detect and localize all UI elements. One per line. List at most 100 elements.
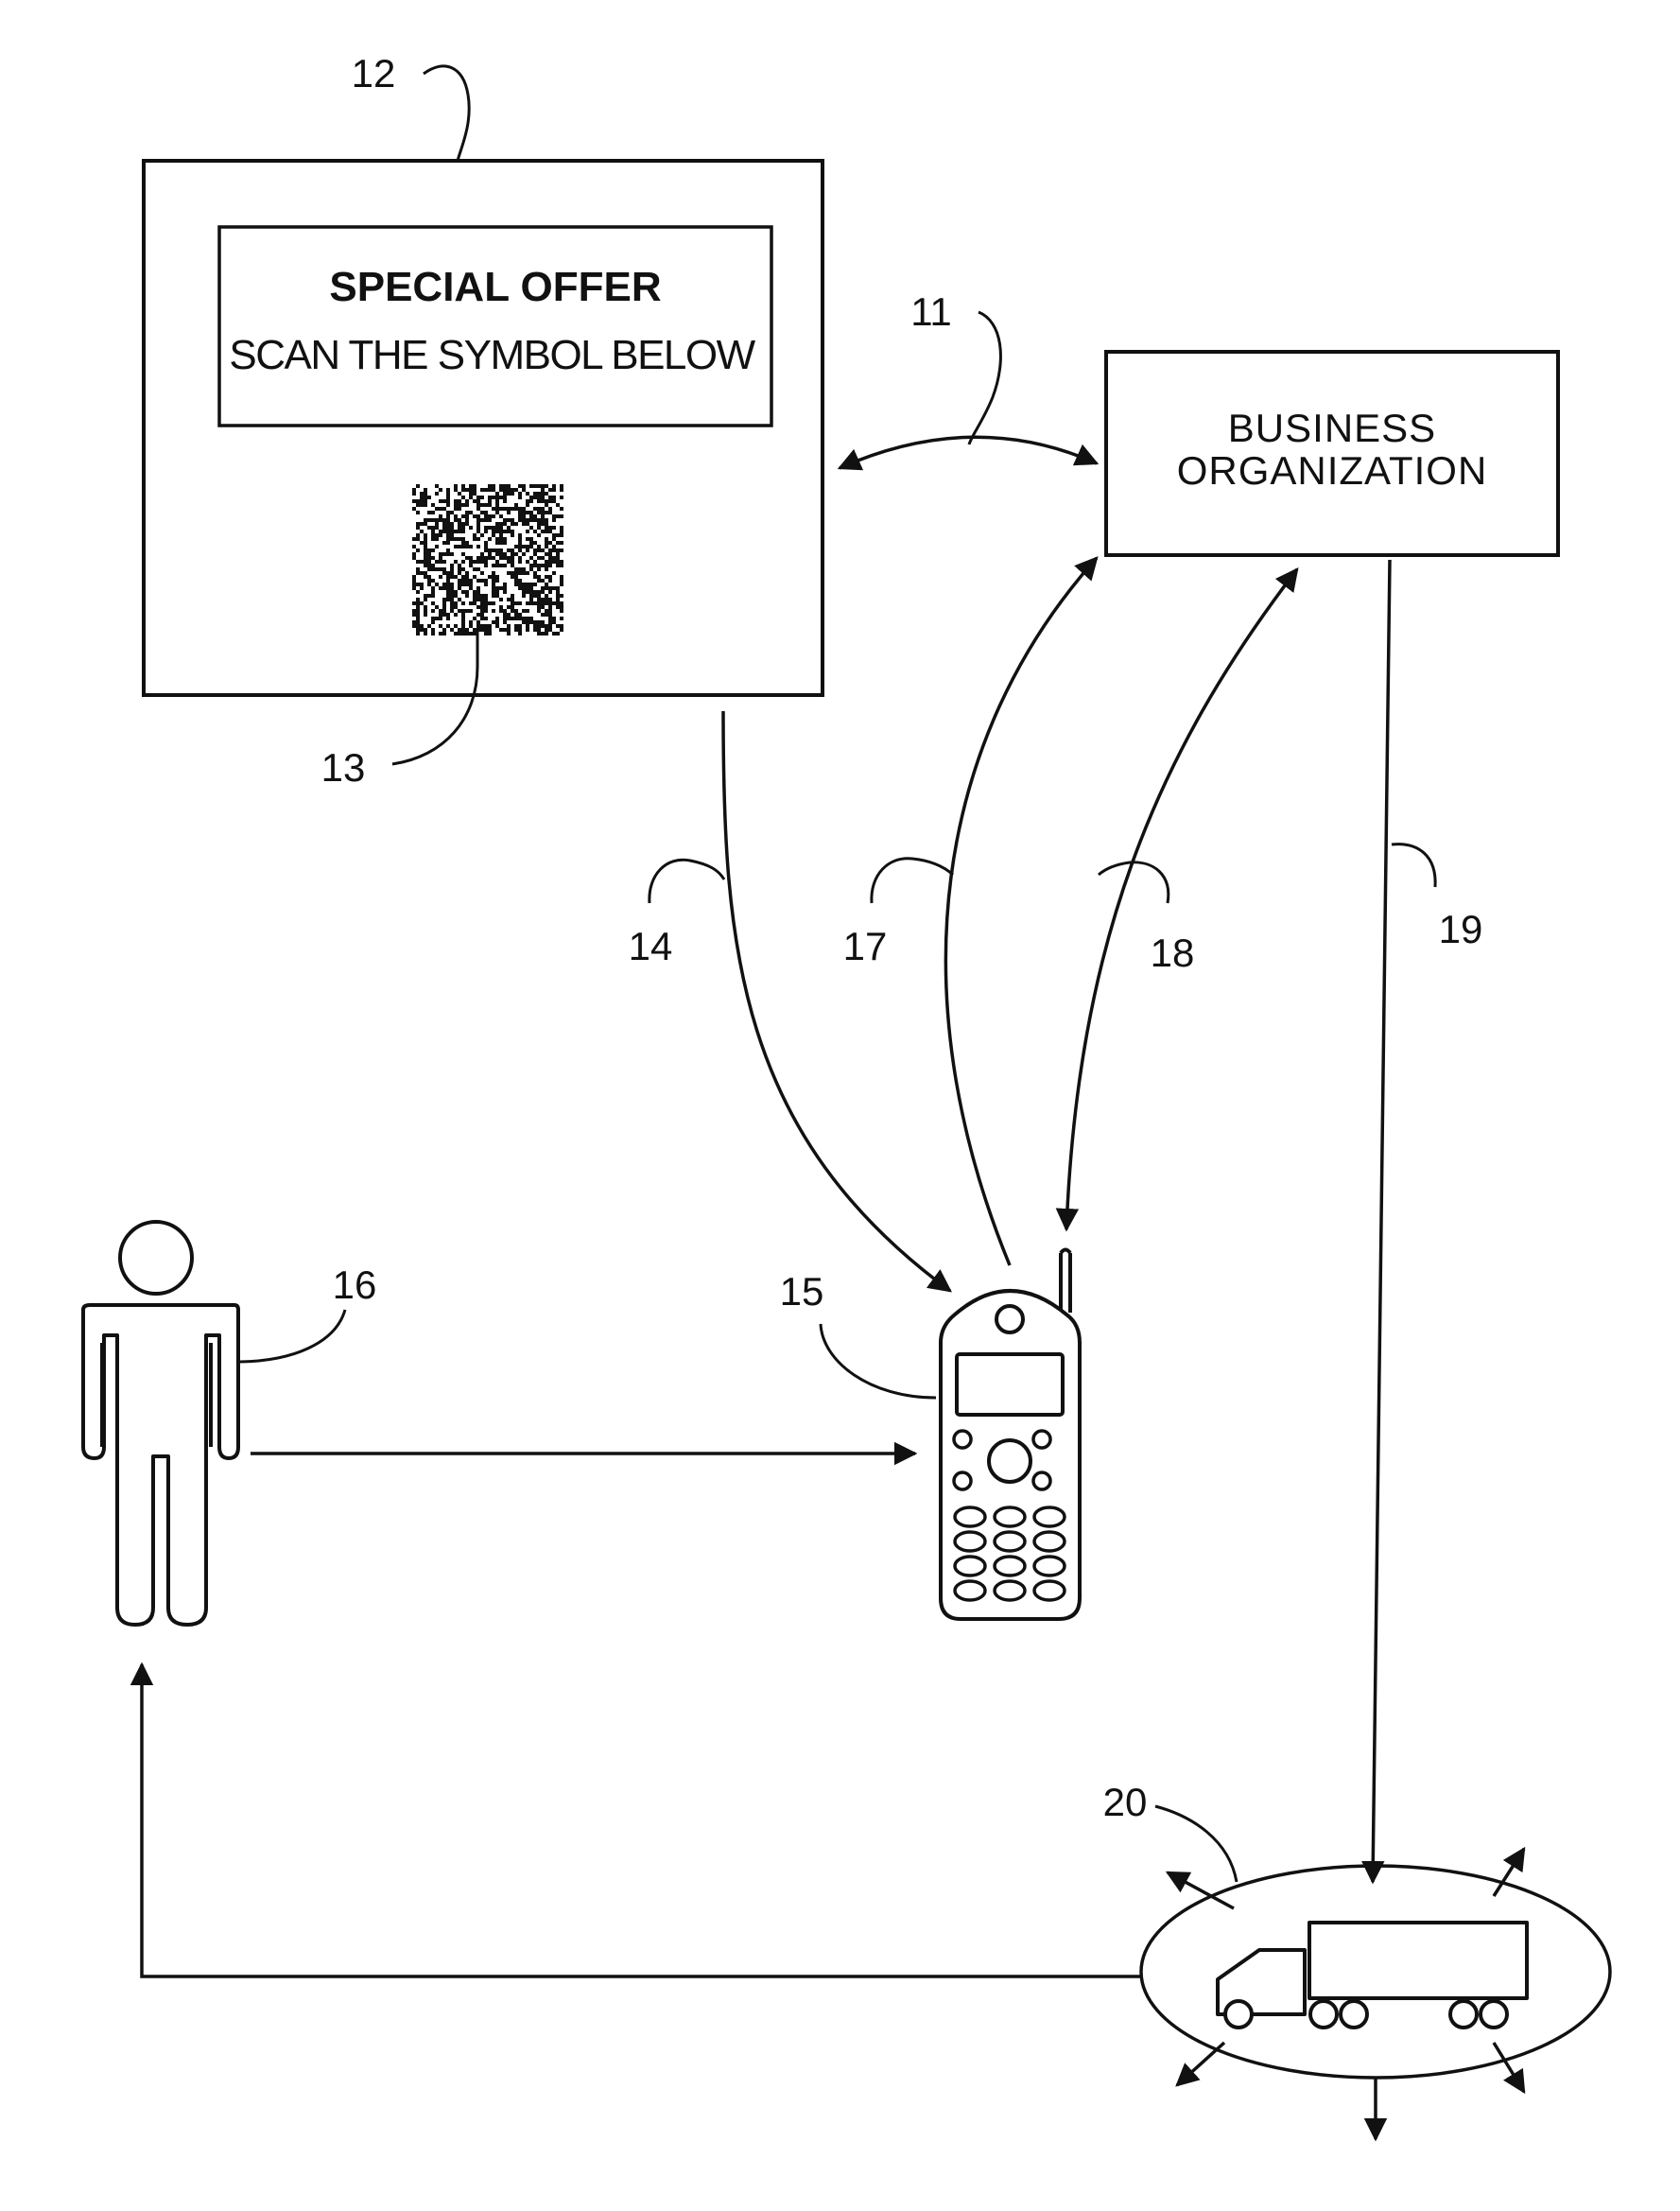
barcode-module: [469, 624, 473, 628]
barcode-module: [556, 541, 560, 545]
barcode-module: [556, 598, 560, 601]
barcode-module: [548, 530, 552, 533]
barcode-module: [503, 590, 507, 594]
barcode-module: [473, 632, 476, 635]
barcode-module: [431, 594, 435, 598]
barcode-module: [499, 526, 503, 530]
arrow-17-phone-to-business: [945, 558, 1097, 1265]
barcode-module: [476, 586, 480, 590]
barcode-module: [503, 628, 507, 632]
barcode-module: [480, 533, 484, 537]
barcode-module: [492, 548, 495, 552]
barcode-module: [548, 564, 552, 567]
barcode-module: [492, 507, 495, 511]
barcode-module: [511, 598, 514, 601]
barcode-module: [435, 533, 439, 537]
barcode-module: [545, 522, 548, 526]
barcode-module: [454, 575, 458, 579]
barcode-module: [545, 537, 548, 541]
barcode-module: [533, 541, 537, 545]
barcode-module: [480, 488, 484, 492]
barcode-module: [476, 620, 480, 624]
barcode-module: [526, 560, 529, 564]
barcode-module: [454, 503, 458, 507]
barcode-module: [458, 579, 461, 583]
barcode-module: [450, 571, 454, 575]
barcode-module: [469, 564, 473, 567]
barcode-module: [514, 617, 518, 620]
barcode-module: [545, 560, 548, 564]
barcode-module: [458, 545, 461, 548]
ref-11: 11: [910, 289, 952, 334]
barcode-module: [522, 484, 526, 488]
barcode-module: [469, 583, 473, 586]
leader-19: [1392, 844, 1435, 887]
barcode-module: [522, 545, 526, 548]
barcode-module: [446, 488, 450, 492]
barcode-module: [518, 556, 522, 560]
arrow-delivery-to-person: [142, 1664, 1142, 1976]
barcode-module: [545, 628, 548, 632]
barcode-module: [435, 484, 439, 488]
barcode-module: [424, 556, 427, 560]
barcode-module: [511, 533, 514, 537]
barcode-module: [488, 628, 492, 632]
barcode-module: [545, 601, 548, 605]
barcode-module: [518, 571, 522, 575]
barcode-module: [476, 514, 480, 518]
barcode-module: [454, 499, 458, 503]
barcode-module: [511, 488, 514, 492]
barcode-module: [526, 522, 529, 526]
barcode-module: [522, 507, 526, 511]
barcode-module: [507, 628, 511, 632]
barcode-module: [416, 590, 420, 594]
barcode-module: [480, 601, 484, 605]
barcode-module: [548, 560, 552, 564]
barcode-module: [526, 624, 529, 628]
barcode-module: [541, 624, 545, 628]
barcode-module: [431, 590, 435, 594]
barcode-module: [420, 571, 424, 575]
barcode-module: [495, 548, 499, 552]
barcode-module: [499, 586, 503, 590]
barcode-module: [458, 628, 461, 632]
barcode-module: [461, 624, 465, 628]
delivery-truck-icon: [1218, 1923, 1527, 2028]
barcode-module: [492, 530, 495, 533]
barcode-module: [476, 537, 480, 541]
barcode-module: [507, 624, 511, 628]
barcode-module: [454, 484, 458, 488]
barcode-module: [537, 579, 541, 583]
barcode-module: [420, 560, 424, 564]
barcode-module: [537, 499, 541, 503]
barcode-module: [450, 526, 454, 530]
barcode-module: [522, 590, 526, 594]
barcode-module: [484, 601, 488, 605]
barcode-module: [529, 514, 533, 518]
barcode-module: [507, 530, 511, 533]
barcode-module: [476, 579, 480, 583]
barcode-module: [412, 552, 416, 556]
barcode-module: [503, 522, 507, 526]
barcode-module: [541, 511, 545, 514]
barcode-module: [439, 560, 442, 564]
barcode-module: [439, 499, 442, 503]
barcode-module: [461, 526, 465, 530]
barcode-module: [552, 484, 556, 488]
barcode-module: [442, 632, 446, 635]
barcode-module: [458, 537, 461, 541]
barcode-module: [548, 496, 552, 499]
barcode-module: [424, 594, 427, 598]
barcode-module: [499, 541, 503, 545]
barcode-module: [560, 530, 563, 533]
barcode-module: [526, 586, 529, 590]
barcode-module: [541, 496, 545, 499]
barcode-module: [461, 613, 465, 617]
barcode-module: [424, 575, 427, 579]
barcode-module: [545, 503, 548, 507]
barcode-module: [488, 488, 492, 492]
barcode-module: [461, 583, 465, 586]
barcode-module: [458, 583, 461, 586]
barcode-module: [541, 548, 545, 552]
barcode-module: [469, 620, 473, 624]
